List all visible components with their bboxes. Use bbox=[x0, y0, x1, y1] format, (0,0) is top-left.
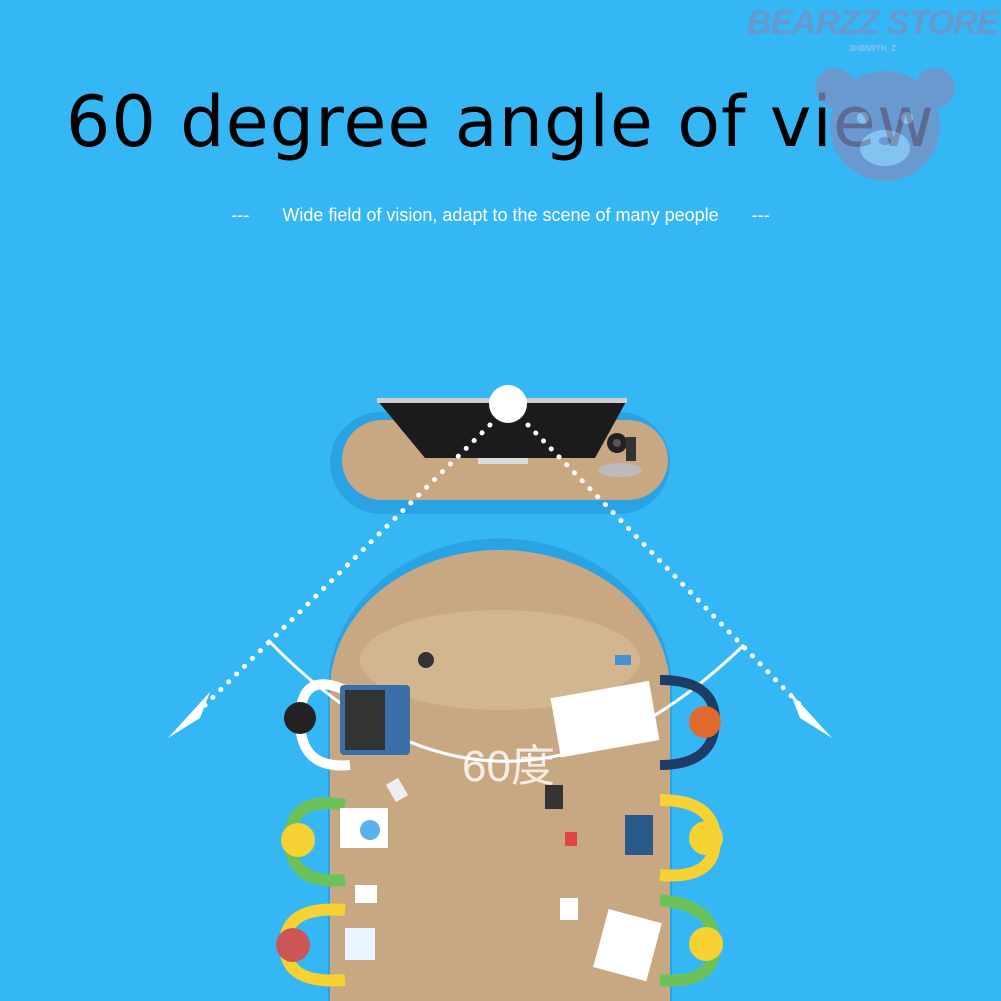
arrow-right-icon bbox=[790, 692, 832, 738]
subtitle-dash-right: --- bbox=[751, 205, 770, 225]
person-right-1 bbox=[659, 675, 721, 770]
subtitle-dash-left: --- bbox=[231, 205, 250, 225]
papers-icon bbox=[550, 680, 660, 758]
subtitle: --- Wide field of vision, adapt to the s… bbox=[0, 205, 1001, 226]
watermark-brand: BEARZZ STORE bbox=[746, 4, 1000, 42]
conference-camera-icon bbox=[598, 433, 642, 477]
monitor bbox=[377, 400, 627, 458]
person-left-3 bbox=[276, 903, 346, 987]
watermark-code: 3HBN9YH_Z bbox=[849, 44, 896, 53]
angle-label: 60度 bbox=[462, 742, 555, 791]
person-right-3 bbox=[659, 894, 723, 987]
bear-logo-icon bbox=[815, 68, 955, 181]
field-of-view-lines bbox=[197, 422, 808, 713]
angle-arc bbox=[266, 638, 746, 763]
camera-icon bbox=[489, 385, 527, 423]
person-left-2 bbox=[281, 797, 347, 887]
subtitle-text: Wide field of vision, adapt to the scene… bbox=[282, 205, 719, 225]
page-title: 60 degree angle of view bbox=[65, 81, 936, 163]
arrow-left-icon bbox=[168, 692, 210, 738]
person-left-1 bbox=[284, 679, 351, 771]
participants bbox=[276, 652, 723, 987]
watermark: BEARZZ STORE 3HBN9YH_Z bbox=[745, 0, 1000, 200]
person-right-2 bbox=[659, 794, 723, 882]
